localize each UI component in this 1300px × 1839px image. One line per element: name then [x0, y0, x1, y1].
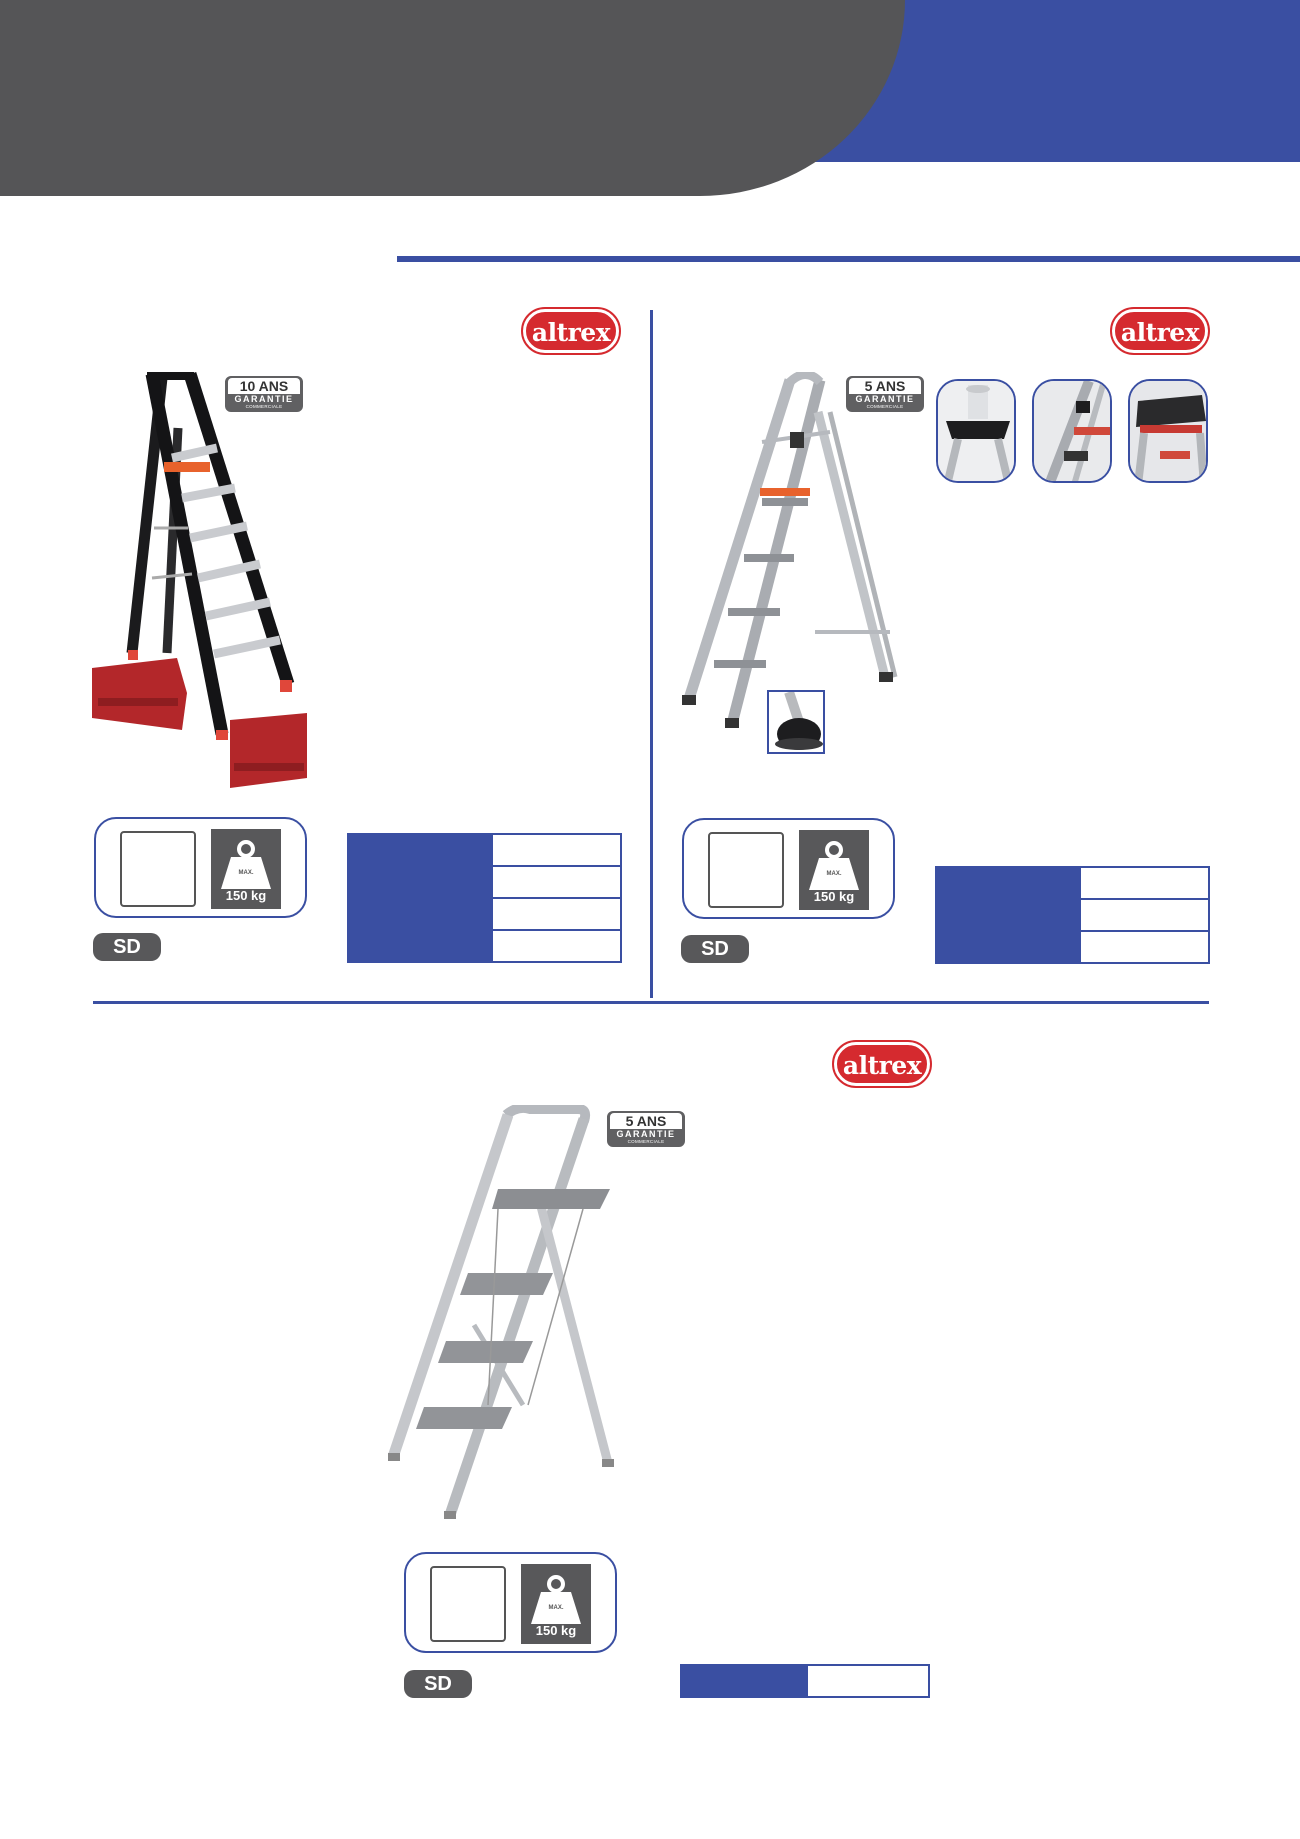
detail-thumbnail-hinge — [1032, 379, 1112, 483]
detail-thumbnail-step — [1128, 379, 1208, 483]
brand-logo: altrex — [1110, 307, 1210, 355]
warranty-years: 5 ANS — [610, 1113, 682, 1129]
detail-thumbnail-platform — [936, 379, 1016, 483]
certification-placeholder — [708, 832, 784, 908]
spec-table — [347, 833, 622, 963]
spec-table-header-column — [682, 1666, 808, 1696]
max-label: MAX. — [548, 1605, 564, 1611]
spec-table-row-divider — [493, 897, 620, 899]
top-rule — [397, 256, 1300, 262]
spec-table-row-divider — [1081, 930, 1208, 932]
warranty-badge: 10 ANS GARANTIE COMMERCIALE — [225, 376, 303, 412]
spec-table — [680, 1664, 930, 1698]
header-gray-band — [0, 0, 905, 196]
certification-placeholder — [120, 831, 196, 907]
spec-table-row-divider — [1081, 898, 1208, 900]
warranty-sub: COMMERCIALE — [866, 404, 904, 409]
warranty-years: 10 ANS — [228, 378, 300, 394]
stepladder-black-image — [92, 372, 307, 788]
max-load-icon: MAX. 150 kg — [211, 829, 281, 909]
spec-table-row-divider — [493, 865, 620, 867]
sd-badge: SD — [93, 933, 161, 961]
middle-rule — [93, 1001, 1209, 1004]
spec-table-row-divider — [493, 929, 620, 931]
step-stool-image — [388, 1105, 614, 1519]
warranty-sub: COMMERCIALE — [245, 404, 283, 409]
brand-logo: altrex — [832, 1040, 932, 1088]
warranty-label: GARANTIE — [616, 1129, 676, 1139]
certification-box: MAX. 150 kg — [404, 1552, 617, 1653]
spec-table-header-column — [349, 835, 493, 961]
warranty-label: GARANTIE — [855, 394, 915, 404]
sd-badge: SD — [681, 935, 749, 963]
max-label: MAX. — [826, 871, 842, 877]
certification-box: MAX. 150 kg — [94, 817, 307, 918]
sd-badge: SD — [404, 1670, 472, 1698]
warranty-badge: 5 ANS GARANTIE COMMERCIALE — [607, 1111, 685, 1147]
warranty-label: GARANTIE — [234, 394, 294, 404]
certification-placeholder — [430, 1566, 506, 1642]
max-load-icon: MAX. 150 kg — [521, 1564, 591, 1644]
max-load-value: 150 kg — [225, 888, 267, 903]
brand-logo: altrex — [521, 307, 621, 355]
foot-detail-image — [767, 690, 825, 754]
max-load-value: 150 kg — [813, 889, 855, 904]
spec-table — [935, 866, 1210, 964]
stepladder-aluminium-image — [682, 372, 898, 728]
max-load-icon: MAX. 150 kg — [799, 830, 869, 910]
max-load-value: 150 kg — [535, 1623, 577, 1638]
warranty-sub: COMMERCIALE — [627, 1139, 665, 1144]
spec-table-header-column — [937, 868, 1081, 962]
certification-box: MAX. 150 kg — [682, 818, 895, 919]
warranty-badge: 5 ANS GARANTIE COMMERCIALE — [846, 376, 924, 412]
warranty-years: 5 ANS — [849, 378, 921, 394]
vertical-divider — [650, 310, 653, 998]
max-label: MAX. — [238, 870, 254, 876]
